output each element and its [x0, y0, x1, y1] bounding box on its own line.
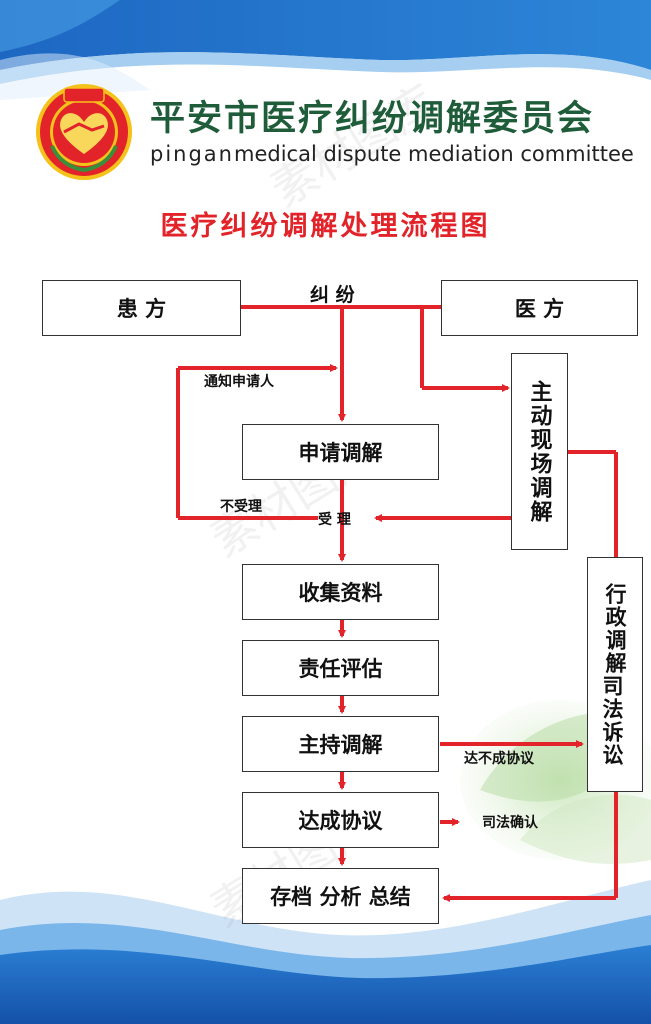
node-host: 主持调解: [242, 716, 439, 772]
node-active-mediation: 主动现场调解: [511, 353, 568, 550]
mediation-logo-icon: [36, 84, 132, 180]
label-notify: 通知申请人: [204, 374, 274, 390]
chart-title: 医疗纠纷调解处理流程图: [160, 211, 491, 242]
node-admin-line1: 行政调解: [603, 582, 628, 675]
node-admin: 行政调解 司法诉讼: [587, 557, 643, 792]
node-assess: 责任评估: [242, 640, 439, 696]
label-no-agree: 达不成协议: [464, 751, 534, 767]
node-archive: 存档 分析 总结: [242, 868, 439, 924]
org-title-en-b: medical dispute mediation committee: [233, 142, 634, 166]
label-accept: 受 理: [318, 512, 351, 528]
node-hospital: 医 方: [441, 280, 638, 336]
label-reject: 不受理: [220, 499, 262, 515]
node-dispute: 纠 纷: [310, 284, 355, 306]
node-collect: 收集资料: [242, 564, 439, 620]
org-title-en-a: pingan: [150, 142, 234, 166]
node-admin-line2: 司法诉讼: [600, 674, 625, 767]
label-judicial-confirm: 司法确认: [482, 815, 538, 831]
org-title-cn: 平安市医疗纠纷调解委员会: [150, 98, 595, 139]
node-apply: 申请调解: [242, 424, 439, 480]
node-agree: 达成协议: [242, 792, 439, 848]
org-title-en: pinganmedical dispute mediation committe…: [150, 142, 634, 166]
node-patient: 患 方: [42, 280, 241, 336]
